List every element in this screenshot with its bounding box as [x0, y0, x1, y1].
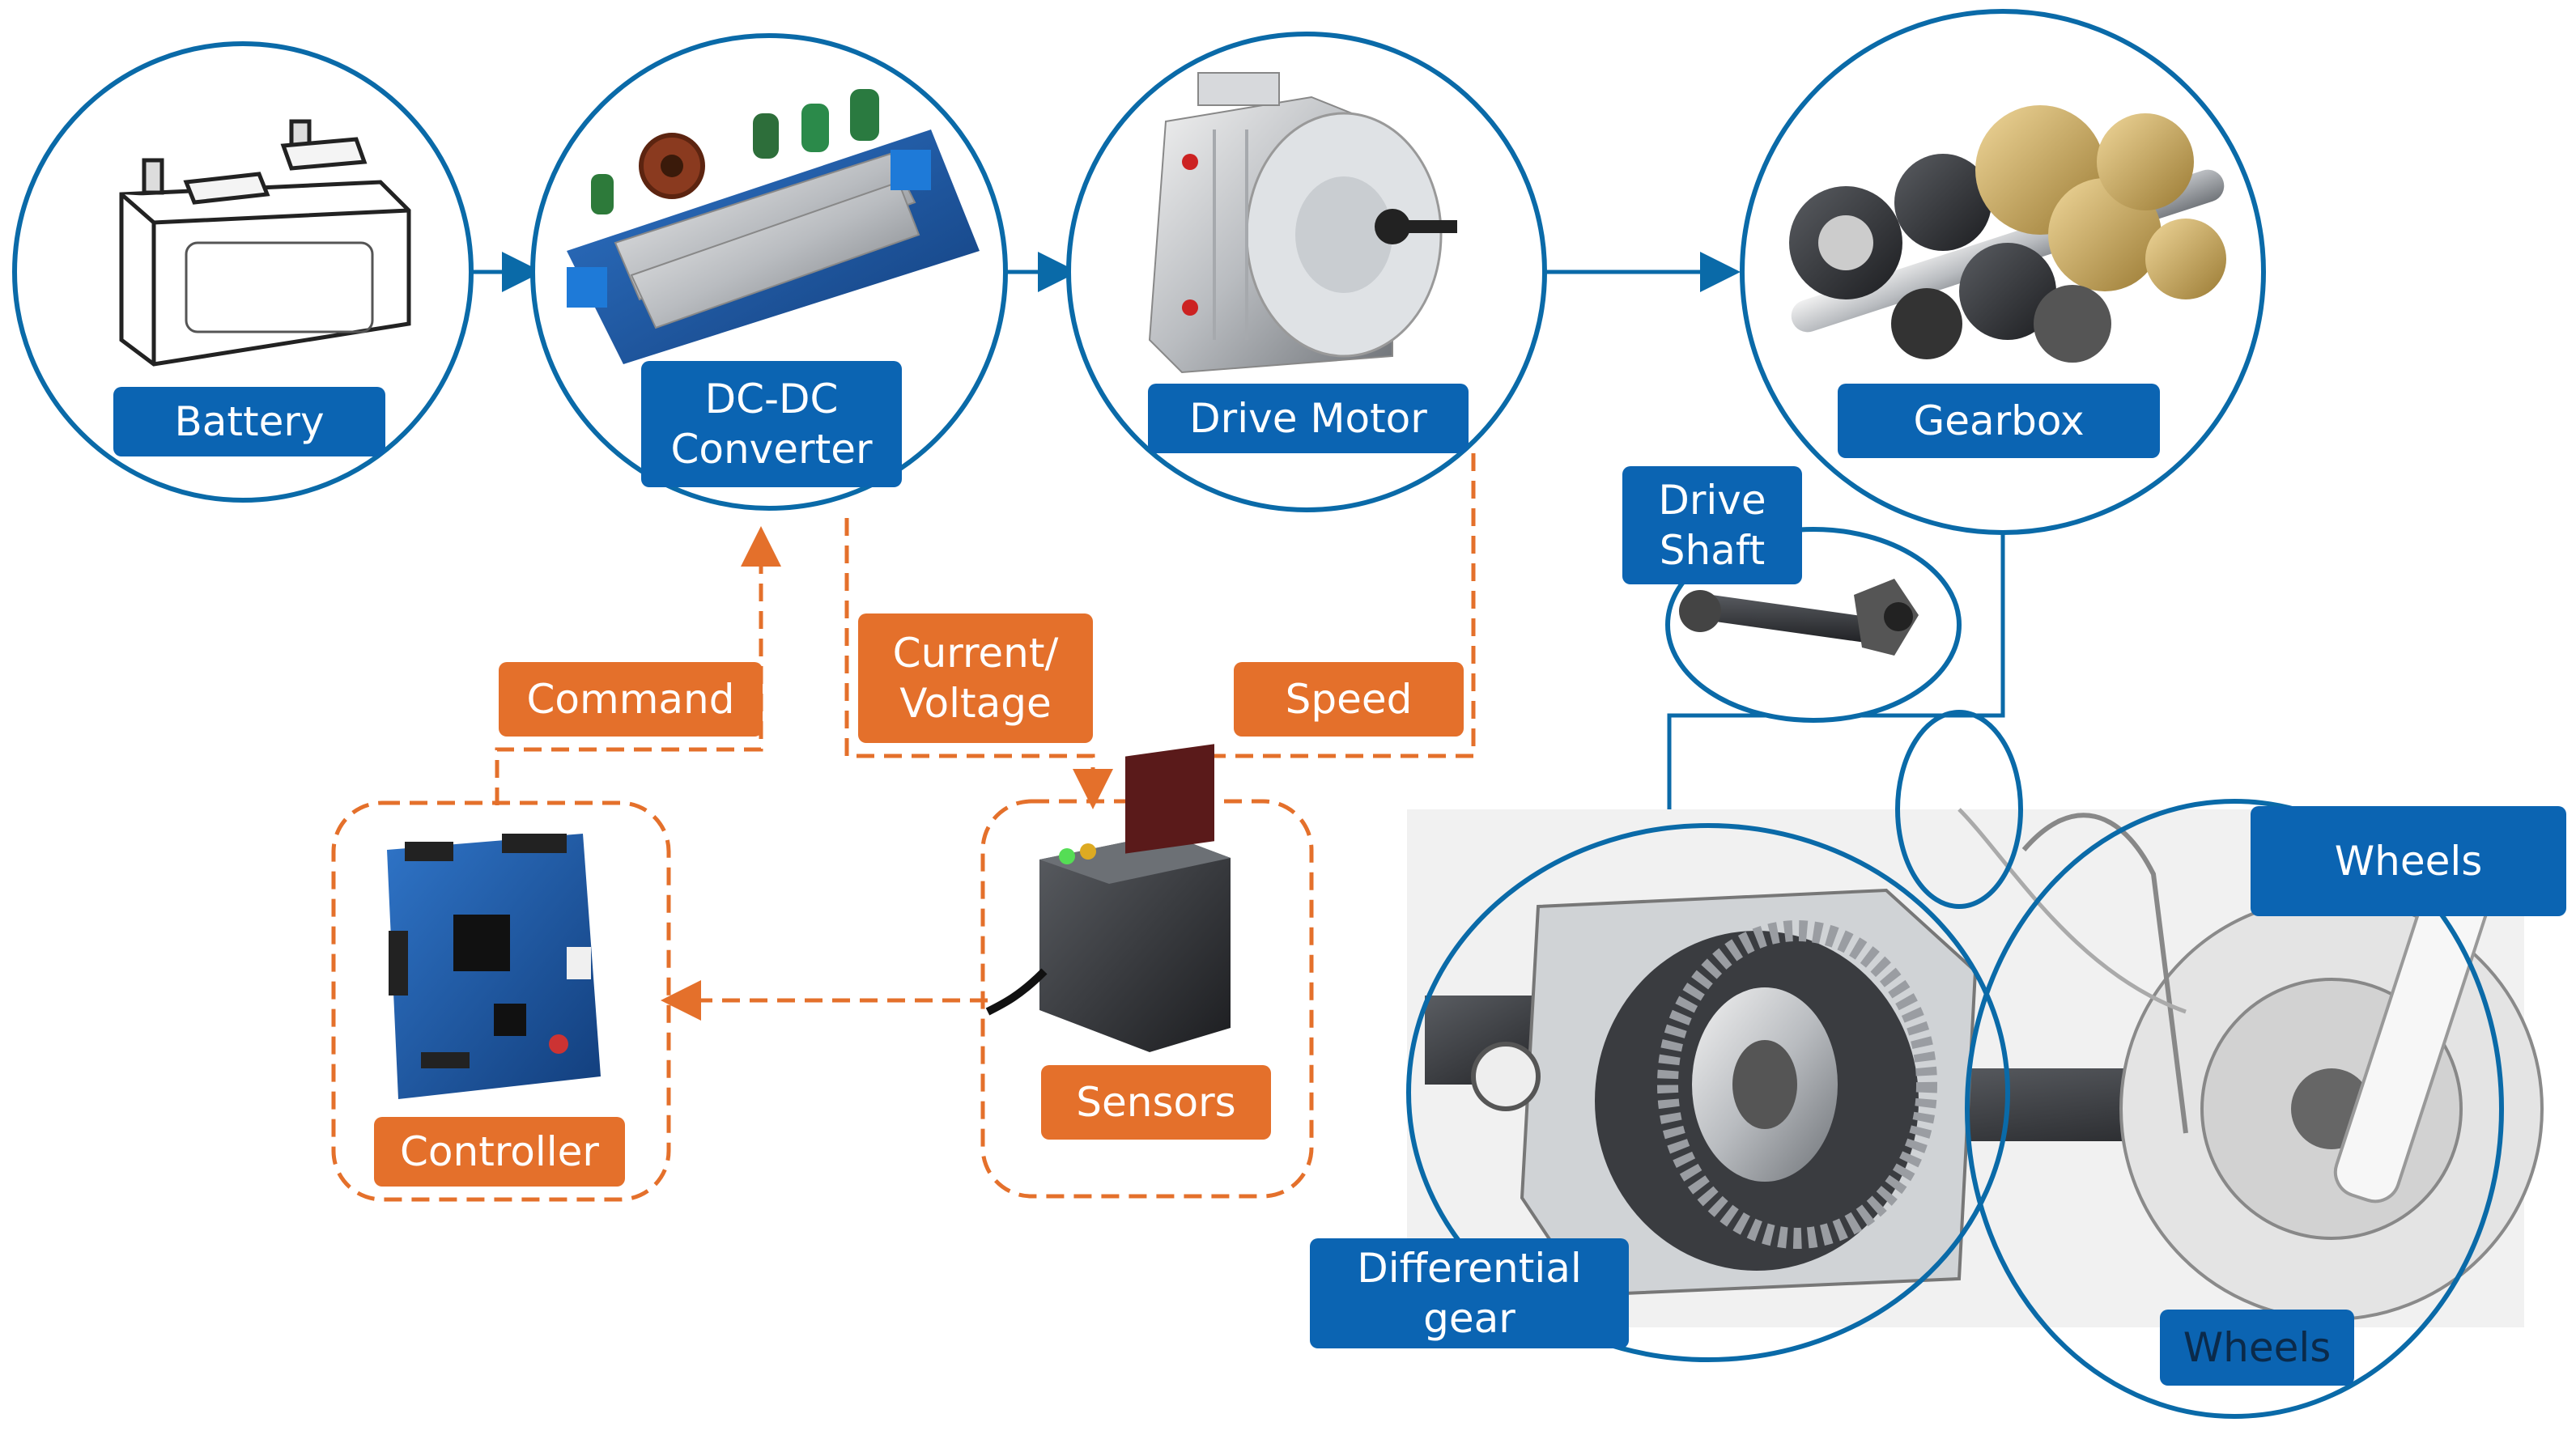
battery-label: Battery — [113, 387, 385, 456]
current-voltage-signal-label: Current/ Voltage — [858, 613, 1093, 743]
drive-shaft-icon — [1679, 579, 1919, 656]
dcdc-label: DC-DC Converter — [641, 361, 902, 487]
sensors-label: Sensors — [1041, 1065, 1271, 1140]
wheels-top-label: Wheels — [2251, 806, 2566, 916]
controller-board-icon — [387, 834, 601, 1099]
dashed-speed-line — [1126, 453, 1476, 809]
battery-icon — [119, 119, 411, 367]
sensor-icon — [985, 744, 1231, 1052]
dashed-current-line — [844, 518, 1113, 809]
differential-ring — [1406, 823, 2010, 1362]
battery-node — [12, 41, 474, 503]
dcdc-board-icon — [567, 89, 980, 364]
dashed-command-line — [495, 526, 781, 805]
wheels-bottom-label: Wheels — [2160, 1310, 2354, 1386]
gearbox-icon — [1789, 105, 2226, 363]
drive-shaft-label: Drive Shaft — [1622, 466, 1802, 584]
gearbox-label: Gearbox — [1838, 384, 2160, 458]
speed-signal-label: Speed — [1234, 662, 1464, 737]
wheels-ring — [1965, 799, 2504, 1419]
controller-label: Controller — [374, 1117, 625, 1187]
command-signal-label: Command — [499, 662, 763, 737]
drive-motor-label: Drive Motor — [1148, 384, 1469, 453]
controller-frame — [331, 800, 671, 1202]
control-flow-lines — [331, 453, 1476, 1202]
electric-motor-icon — [1148, 72, 1457, 374]
joint-ring — [1895, 710, 2023, 909]
differential-gear-label: Differential gear — [1310, 1238, 1629, 1348]
